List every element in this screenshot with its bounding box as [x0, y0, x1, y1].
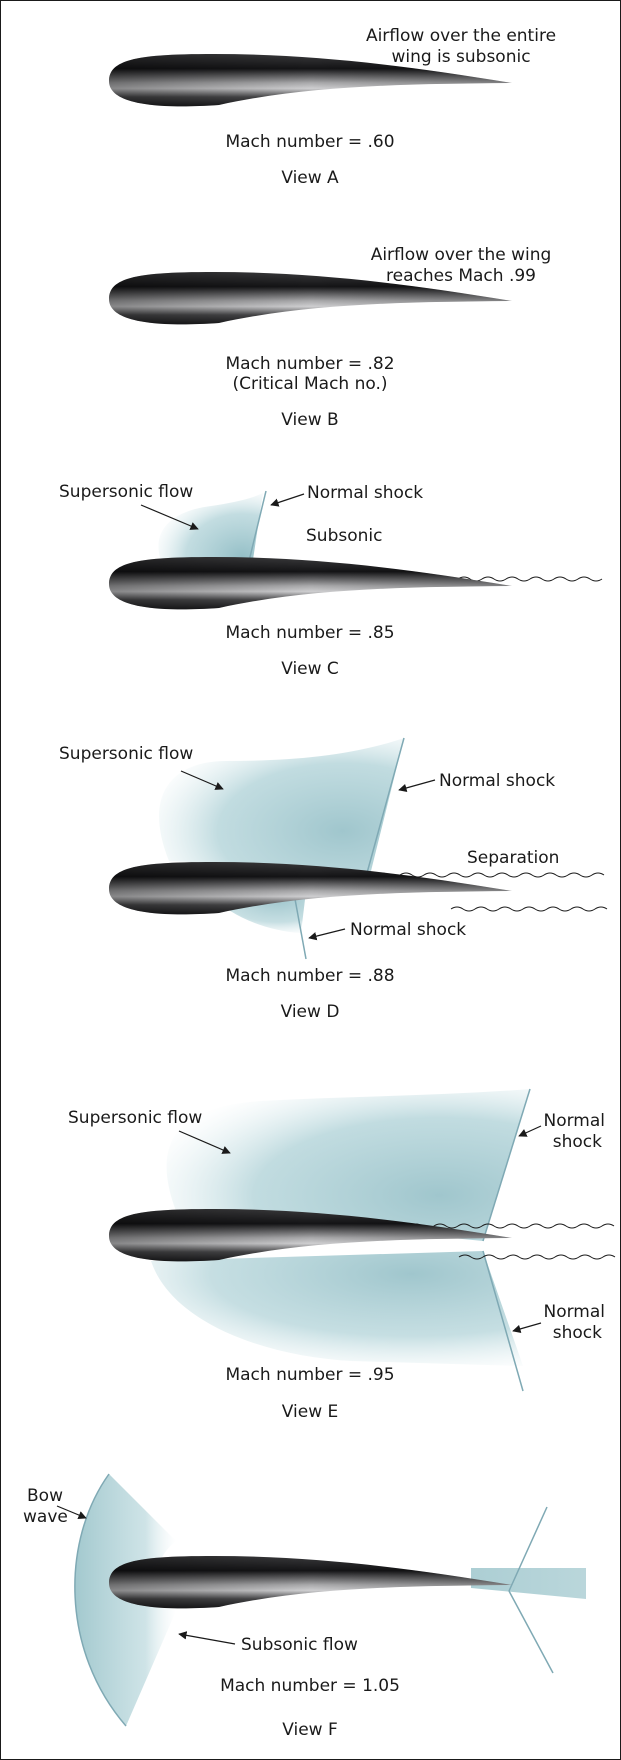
supersonic-region-d	[159, 738, 404, 871]
view-f-mach: Mach number = 1.05	[220, 1676, 400, 1696]
view-c: Supersonic flow Normal shock Subsonic Ma…	[59, 482, 603, 679]
view-b-critical-label: (Critical Mach no.)	[232, 374, 387, 394]
airfoil-c	[109, 557, 512, 610]
view-e-title: View E	[282, 1402, 339, 1422]
arrow-supersonic-d	[180, 770, 224, 790]
view-d-separation-label: Separation	[467, 848, 559, 868]
view-a-note-line2: wing is subsonic	[391, 47, 530, 67]
view-e-mach: Mach number = .95	[225, 1365, 394, 1385]
view-f-bow-line2: wave	[23, 1507, 68, 1527]
view-f-title: View F	[282, 1720, 338, 1740]
arrow-bow-wave	[56, 1505, 87, 1519]
normal-shock-line-c	[248, 490, 267, 562]
view-e-shock-upper-line1: Normal	[543, 1111, 605, 1131]
view-d-supersonic-label: Supersonic flow	[59, 744, 193, 764]
view-f-subsonic-label: Subsonic flow	[241, 1635, 358, 1655]
view-e-supersonic-label: Supersonic flow	[68, 1108, 202, 1128]
airfoil-d	[109, 862, 512, 915]
view-a: Airflow over the entire wing is subsonic…	[109, 26, 556, 188]
view-b-title: View B	[281, 410, 338, 430]
view-d: Supersonic flow Normal shock Separation …	[59, 737, 608, 1022]
view-d-title: View D	[281, 1002, 340, 1022]
wake-wave-e-lower	[458, 1254, 616, 1260]
normal-shock-line-e-lower	[482, 1250, 524, 1392]
view-b-note-line2: reaches Mach .99	[386, 266, 536, 286]
view-f: Bow wave Subsonic flow Mach number = 1.0…	[23, 1473, 586, 1740]
supersonic-region-e-lower	[151, 1251, 523, 1366]
shock-line-f-upper	[508, 1506, 548, 1592]
separation-wave-d-lower	[450, 906, 608, 912]
arrow-shock-e-upper	[518, 1125, 542, 1137]
arrow-supersonic-e	[178, 1130, 231, 1154]
view-a-mach: Mach number = .60	[225, 132, 394, 152]
view-c-mach: Mach number = .85	[225, 623, 394, 643]
view-c-subsonic-label: Subsonic	[306, 526, 382, 546]
supersonic-region-e-upper	[166, 1089, 531, 1241]
view-e-shock-lower-line1: Normal	[543, 1302, 605, 1322]
view-e: Supersonic flow Normal shock Normal shoc…	[68, 1088, 616, 1422]
normal-shock-line-d-upper	[366, 737, 405, 874]
view-e-shock-upper-line2: shock	[553, 1132, 602, 1152]
view-a-title: View A	[281, 168, 339, 188]
view-b-mach: Mach number = .82	[225, 354, 394, 374]
wake-region-f	[471, 1568, 586, 1599]
view-e-shock-lower-line2: shock	[553, 1323, 602, 1343]
bow-wave-line	[74, 1473, 127, 1727]
separation-wave-d-upper	[375, 872, 605, 878]
view-d-shock-upper-label: Normal shock	[439, 771, 555, 791]
view-f-bow-line1: Bow	[27, 1486, 63, 1506]
arrow-shock-e-lower	[512, 1322, 542, 1333]
view-a-note-line1: Airflow over the entire	[366, 26, 556, 46]
view-b: Airflow over the wing reaches Mach .99 M…	[109, 245, 551, 430]
airfoil-f	[109, 1556, 512, 1609]
shock-line-f-lower	[508, 1590, 554, 1674]
normal-shock-line-d-lower	[294, 898, 307, 960]
arrow-supersonic-c	[140, 504, 199, 530]
arrow-shock-d-lower	[308, 928, 346, 941]
view-c-shock-label: Normal shock	[307, 483, 423, 503]
view-c-supersonic-label: Supersonic flow	[59, 482, 193, 502]
view-d-mach: Mach number = .88	[225, 966, 394, 986]
view-b-note-line1: Airflow over the wing	[371, 245, 552, 265]
normal-shock-line-e-upper	[482, 1088, 531, 1242]
arrow-shock-c	[270, 493, 305, 507]
arrow-subsonic-f	[178, 1631, 236, 1645]
arrow-shock-d-upper	[398, 779, 436, 793]
view-c-title: View C	[281, 659, 339, 679]
view-d-shock-lower-label: Normal shock	[350, 920, 466, 940]
supersonic-region-c	[158, 493, 263, 573]
